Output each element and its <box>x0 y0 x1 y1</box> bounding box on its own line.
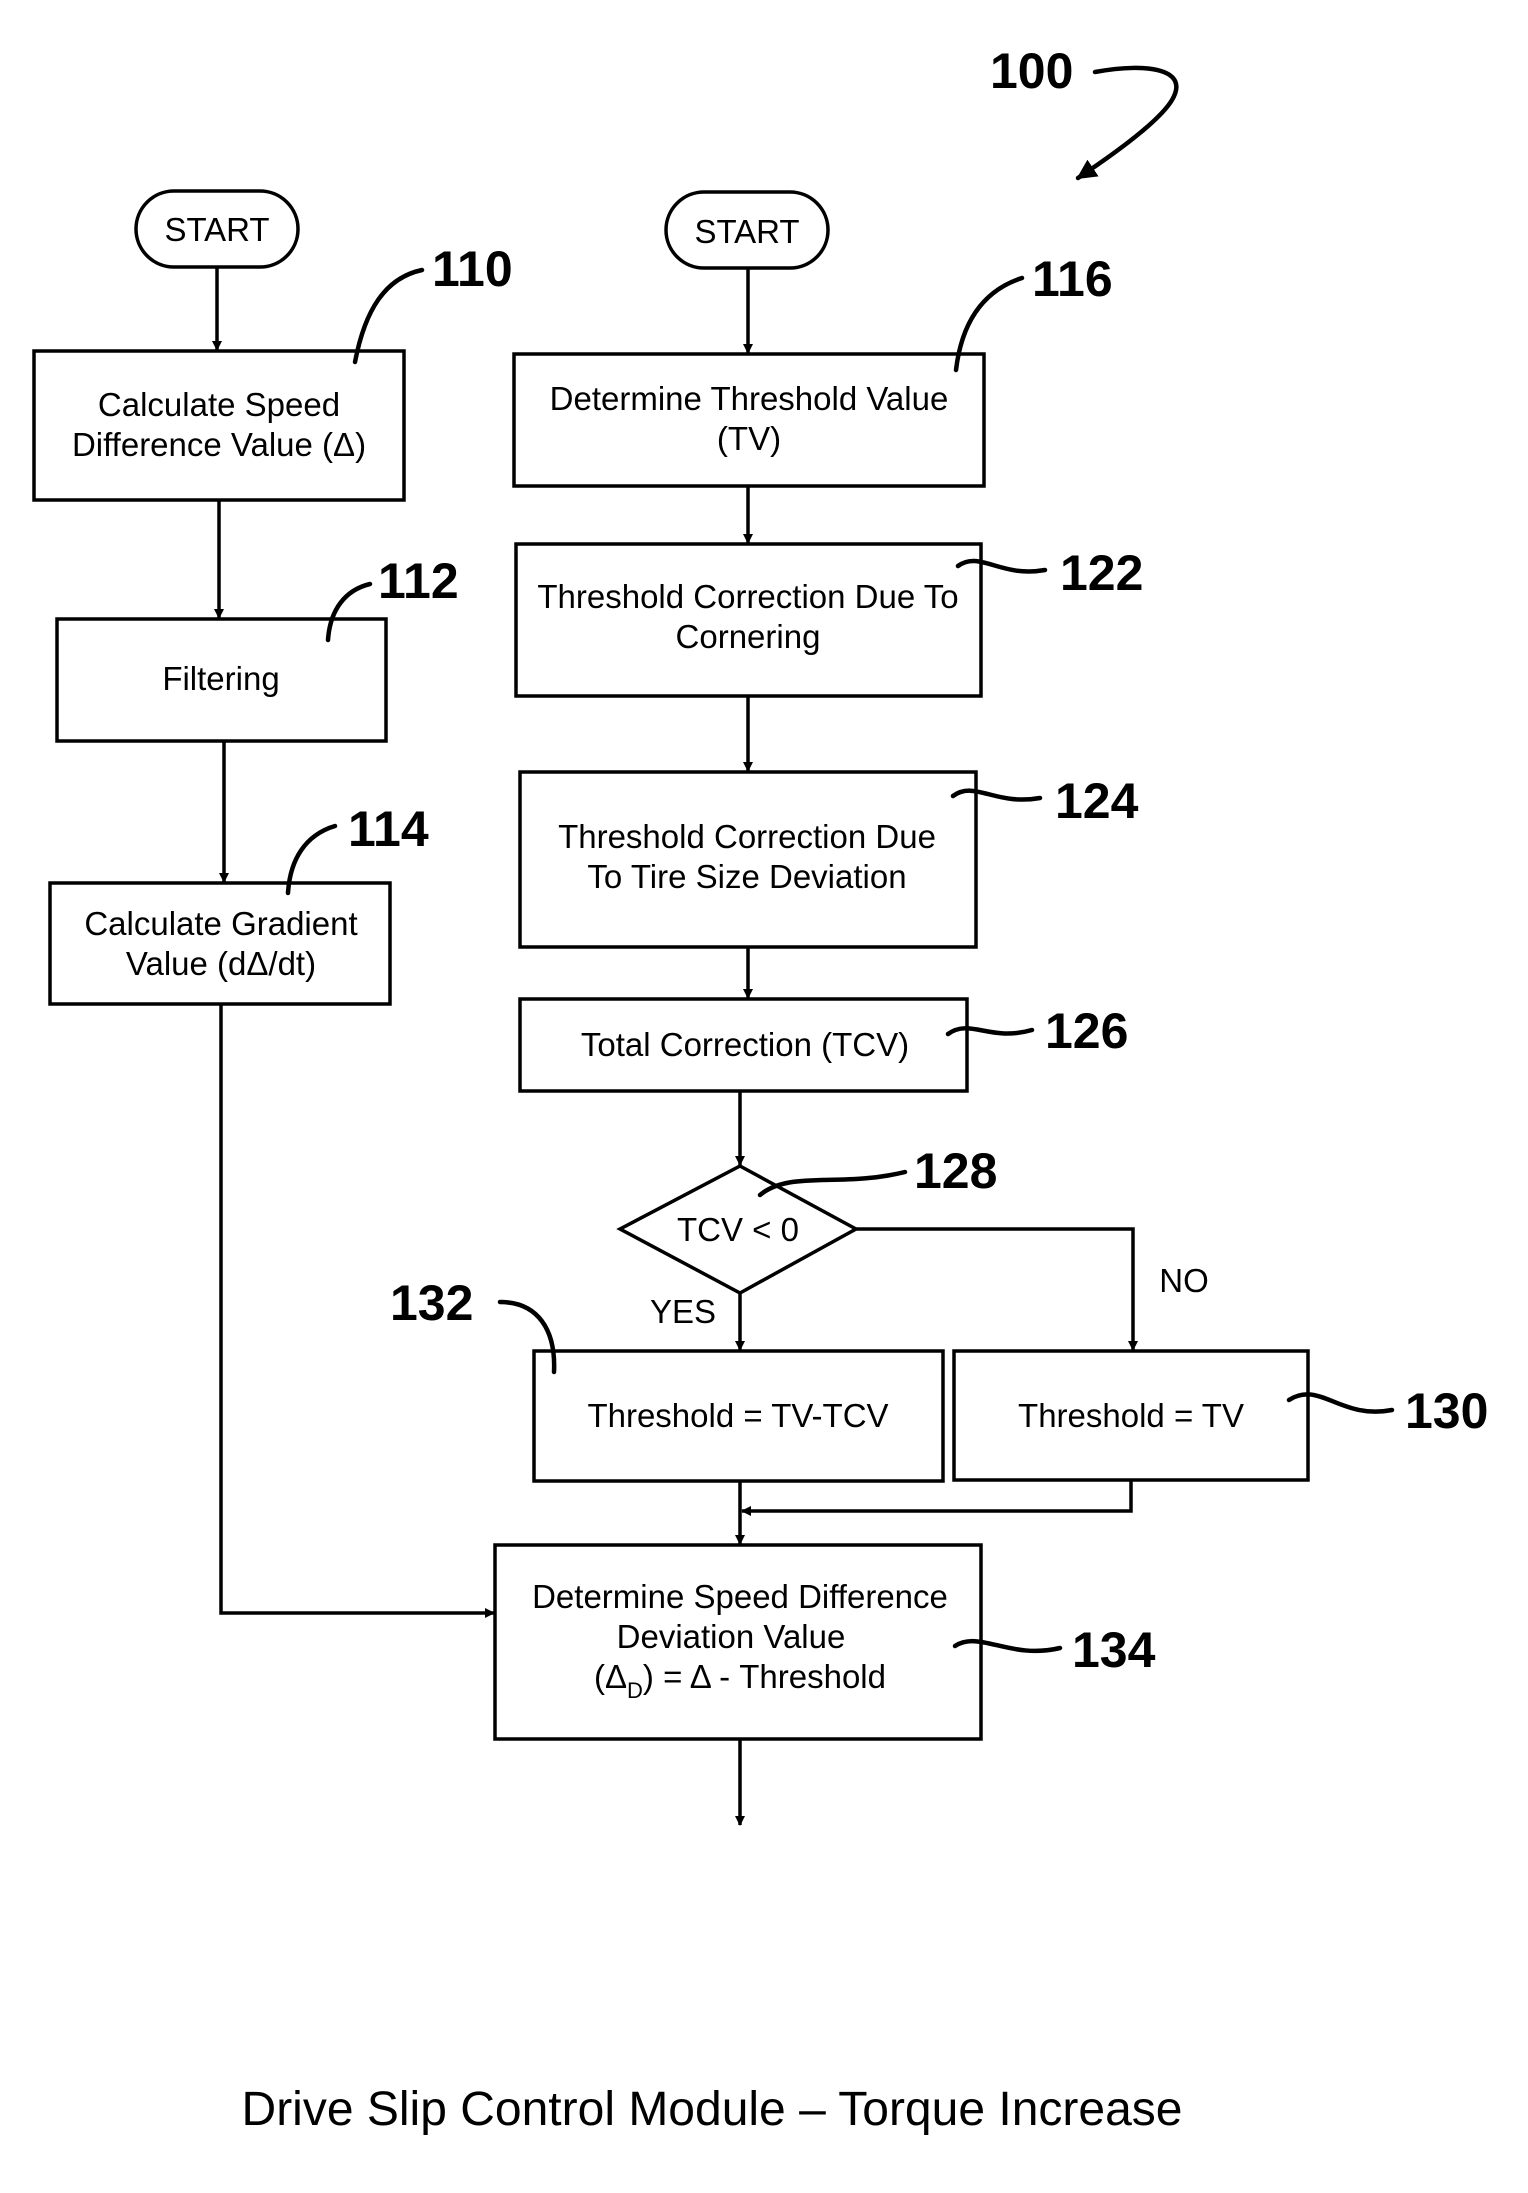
step-126-line1: Total Correction (TCV) <box>581 1026 909 1063</box>
step-132-line1: Threshold = TV-TCV <box>587 1397 888 1434</box>
step-110-line1: Calculate Speed <box>98 386 340 423</box>
step-134-speed-difference-deviation: Determine Speed Difference Deviation Val… <box>495 1545 981 1739</box>
leader-110 <box>355 270 422 362</box>
step-134-line3-rest: ) = Δ - Threshold <box>643 1658 886 1695</box>
step-122-cornering-correction: Threshold Correction Due To Cornering <box>516 544 981 696</box>
decision-no-label: NO <box>1159 1262 1209 1299</box>
step-124-tire-size-correction: Threshold Correction Due To Tire Size De… <box>520 772 976 947</box>
ref-116: 116 <box>1032 251 1113 307</box>
right-start-label: START <box>694 213 799 250</box>
ref-132: 132 <box>390 1275 473 1331</box>
step-114-calculate-gradient: Calculate Gradient Value (dΔ/dt) <box>50 883 390 1004</box>
step-130-line1: Threshold = TV <box>1018 1397 1244 1434</box>
step-110-line2: Difference Value (Δ) <box>72 426 366 463</box>
ref-130: 130 <box>1405 1383 1488 1439</box>
step-112-line1: Filtering <box>162 660 279 697</box>
step-134-line2: Deviation Value <box>617 1618 846 1655</box>
left-start-label: START <box>164 211 269 248</box>
step-124-line1: Threshold Correction Due <box>558 818 936 855</box>
ref-124: 124 <box>1055 773 1139 829</box>
step-134-line1: Determine Speed Difference <box>532 1578 948 1615</box>
figure-ref-arrow <box>1078 68 1176 178</box>
ref-134: 134 <box>1072 1622 1156 1678</box>
ref-122: 122 <box>1060 545 1143 601</box>
right-start-terminal: START <box>666 192 828 268</box>
step-122-line1: Threshold Correction Due To <box>537 578 958 615</box>
step-124-line2: To Tire Size Deviation <box>587 858 906 895</box>
step-134-line3-open: (Δ <box>594 1658 627 1695</box>
step-134-subscript: D <box>627 1678 643 1703</box>
step-126-total-correction: Total Correction (TCV) <box>520 999 967 1091</box>
decision-128-tcv-less-than-zero: TCV < 0 <box>620 1166 856 1293</box>
step-110-calculate-speed-difference: Calculate Speed Difference Value (Δ) <box>34 351 404 500</box>
arrow-no-to-130 <box>856 1229 1133 1350</box>
figure-ref-100: 100 <box>990 43 1073 99</box>
decision-yes-label: YES <box>650 1293 716 1330</box>
figure-caption: Drive Slip Control Module – Torque Incre… <box>242 2083 1183 2136</box>
step-112-filtering: Filtering <box>57 619 386 741</box>
ref-128: 128 <box>914 1143 997 1199</box>
step-116-line2: (TV) <box>717 420 781 457</box>
step-132-threshold-tv-minus-tcv: Threshold = TV-TCV <box>534 1351 943 1481</box>
step-122-line2: Cornering <box>676 618 821 655</box>
step-116-line1: Determine Threshold Value <box>550 380 949 417</box>
ref-112: 112 <box>378 553 459 609</box>
step-130-threshold-tv: Threshold = TV <box>954 1351 1308 1480</box>
decision-128-label: TCV < 0 <box>677 1211 799 1248</box>
step-114-line1: Calculate Gradient <box>84 905 357 942</box>
ref-126: 126 <box>1045 1003 1128 1059</box>
step-116-determine-threshold: Determine Threshold Value (TV) <box>514 354 984 486</box>
ref-110: 110 <box>432 241 513 297</box>
ref-114: 114 <box>348 801 429 857</box>
arrow-130-to-134 <box>742 1480 1131 1511</box>
left-start-terminal: START <box>136 191 298 267</box>
step-114-line2: Value (dΔ/dt) <box>126 945 316 982</box>
